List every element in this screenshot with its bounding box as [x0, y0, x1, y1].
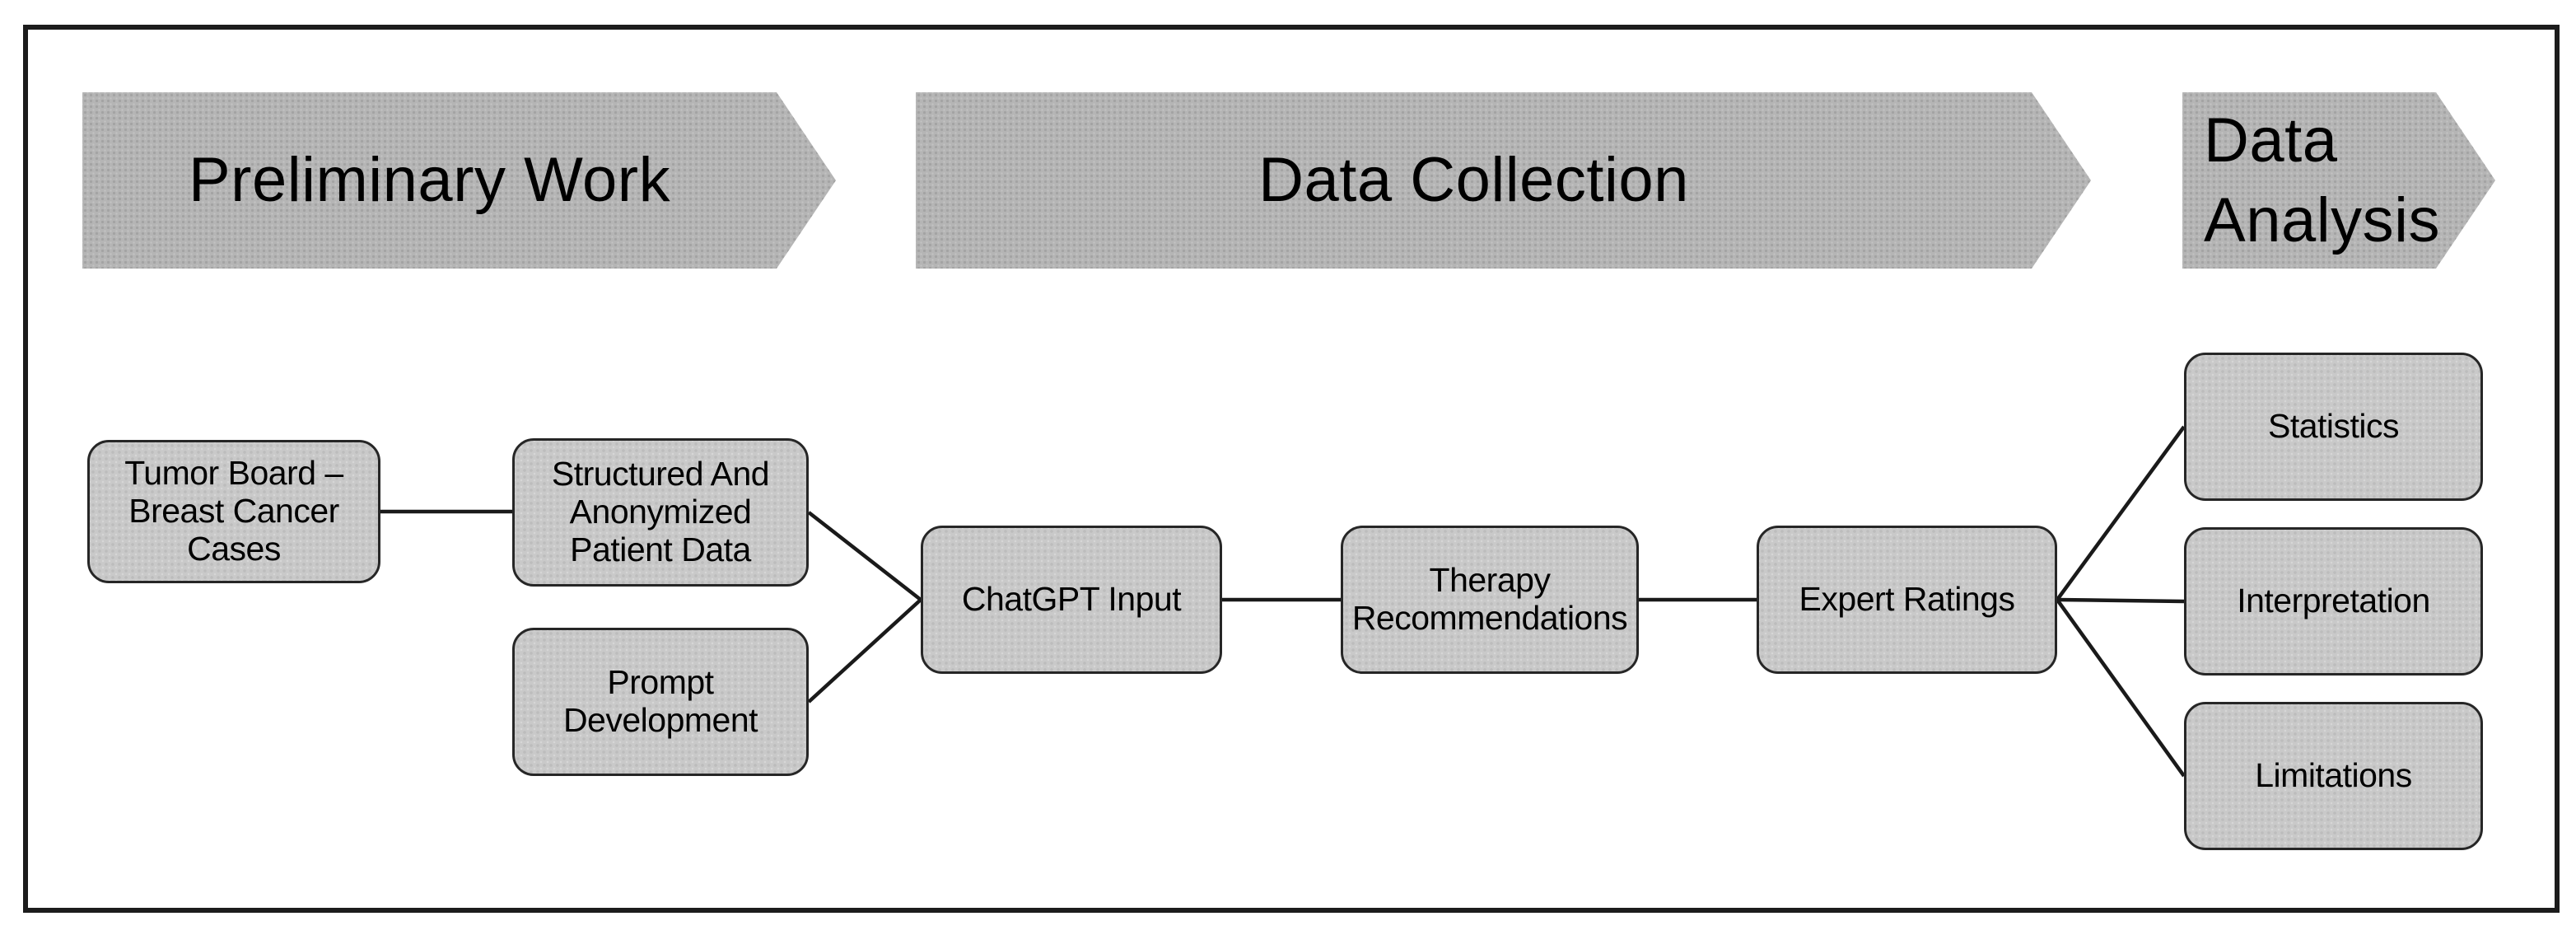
phase-label-data-collection: Data Collection [1258, 145, 1689, 216]
edge-prompt-development-to-chatgpt-input [807, 598, 922, 704]
node-limitations: Limitations [2184, 702, 2483, 850]
node-chatgpt-input: ChatGPT Input [921, 526, 1222, 674]
node-label-limitations: Limitations [2255, 756, 2412, 795]
phase-label-preliminary-work: Preliminary Work [188, 145, 671, 216]
node-label-statistics: Statistics [2267, 407, 2400, 446]
phase-arrow-preliminary-work: Preliminary Work [82, 92, 836, 269]
node-label-chatgpt-input: ChatGPT Input [961, 580, 1182, 619]
diagram-frame [23, 25, 2560, 913]
node-tumor-board: Tumor Board – Breast Cancer Cases [87, 440, 380, 583]
node-prompt-development: Prompt Development [512, 628, 809, 776]
node-statistics: Statistics [2184, 353, 2483, 501]
node-structured-anonymized-patient-data: Structured And Anonymized Patient Data [512, 438, 809, 587]
node-label-interpretation: Interpretation [2237, 582, 2430, 620]
phase-arrow-data-analysis: Data Analysis [2182, 92, 2495, 269]
node-interpretation: Interpretation [2184, 527, 2483, 676]
node-label-structured-data: Structured And Anonymized Patient Data [551, 455, 770, 568]
node-label-prompt-development: Prompt Development [562, 663, 758, 739]
edge-expert-ratings-to-interpretation [2056, 597, 2185, 604]
node-therapy-recommendations: Therapy Recommendations [1341, 526, 1639, 674]
phase-label-data-analysis: Data Analysis [2204, 105, 2440, 255]
phase-arrow-data-collection: Data Collection [916, 92, 2091, 269]
edge-expert-ratings-to-limitations [2056, 598, 2186, 778]
edge-structured-data-to-chatgpt-input [807, 511, 922, 601]
node-expert-ratings: Expert Ratings [1757, 526, 2057, 674]
edge-expert-ratings-to-statistics [2056, 425, 2186, 601]
node-label-therapy-recommendations: Therapy Recommendations [1351, 561, 1628, 637]
node-label-tumor-board: Tumor Board – Breast Cancer Cases [124, 454, 343, 568]
node-label-expert-ratings: Expert Ratings [1799, 580, 2015, 619]
